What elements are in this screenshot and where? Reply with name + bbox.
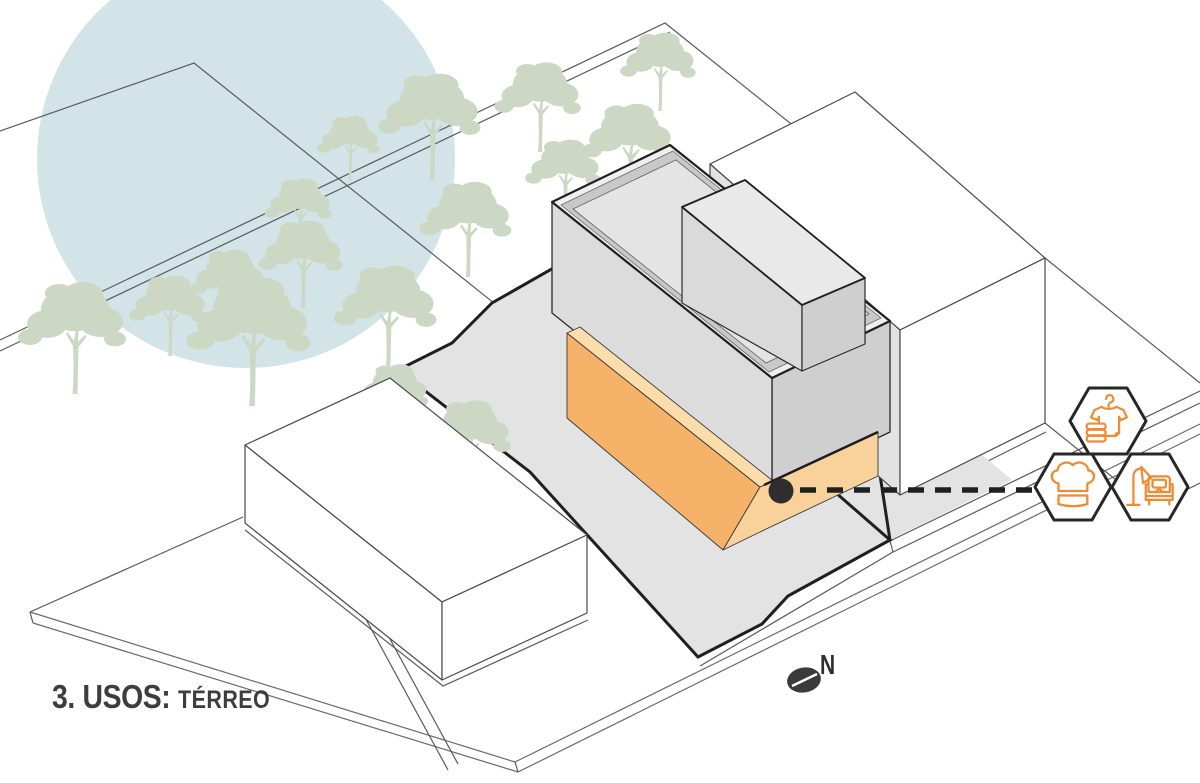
title-number: 3. — [52, 678, 75, 715]
green-radius-circle — [37, 0, 455, 368]
building-upper-volume — [550, 143, 892, 490]
hexagon-furniture — [1110, 452, 1190, 522]
hexagon-clothing — [1068, 386, 1148, 456]
clothing-retail-icon — [1085, 393, 1129, 443]
diagram-title: 3. USOS: TÉRREO — [52, 678, 270, 716]
tree — [620, 32, 696, 111]
north-indicator: N — [787, 650, 835, 693]
title-label: USOS: — [82, 678, 171, 715]
furniture-icon — [1126, 465, 1174, 507]
title-sublabel: TÉRREO — [178, 686, 271, 714]
neighbor-block-left — [244, 377, 588, 681]
roof-box-volume — [681, 179, 866, 372]
tree — [494, 62, 581, 153]
chef-hat-icon — [1050, 461, 1096, 508]
north-label: N — [820, 650, 835, 681]
legend-hexagons — [1033, 386, 1190, 522]
use-indicator-dot — [768, 478, 794, 504]
